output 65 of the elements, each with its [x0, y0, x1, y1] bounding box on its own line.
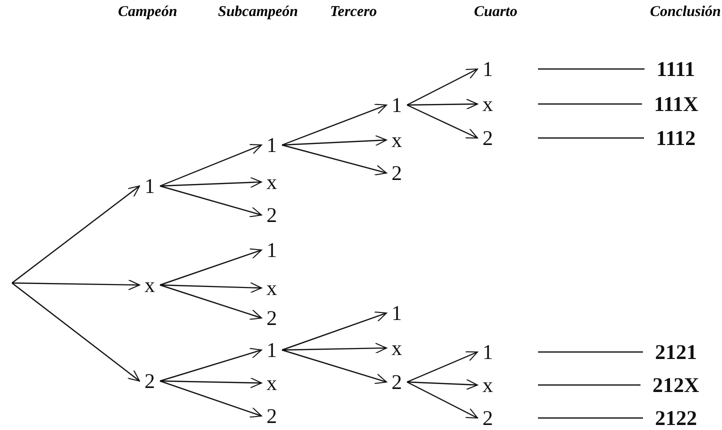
outcome-label: 2: [262, 404, 282, 428]
arrow: [160, 282, 262, 294]
column-header: Tercero: [330, 4, 377, 21]
outcome-label: 2: [386, 370, 407, 394]
column-header: Cuarto: [474, 4, 518, 21]
outcome-label: 2: [262, 203, 282, 227]
result-code: 1111: [644, 57, 700, 81]
outcome-label: 1: [478, 57, 538, 81]
outcome-label: 2: [262, 306, 282, 330]
connector-line: [538, 103, 642, 105]
outcome-label: x: [262, 371, 282, 395]
arrow: [12, 186, 140, 284]
column-header: Campeón: [118, 4, 178, 21]
arrow: [282, 104, 387, 146]
outcome-label: 1: [140, 174, 160, 198]
outcome-label: 1: [478, 340, 538, 364]
result-code: 1112: [644, 126, 701, 150]
outcome-label: x: [386, 128, 407, 152]
arrow: [160, 185, 262, 218]
arrow: [282, 342, 387, 354]
arrow: [160, 377, 262, 388]
connector-line: [538, 351, 643, 353]
outcome-label: x: [386, 336, 407, 360]
outcome-label: 1: [262, 338, 282, 362]
arrow: [282, 349, 387, 384]
result-code: 212X: [640, 373, 704, 397]
arrow: [282, 135, 387, 146]
arrow: [406, 104, 478, 139]
outcome-label: x: [478, 92, 538, 116]
arrow: [406, 379, 478, 390]
column-header: Subcampeón: [218, 4, 298, 21]
connector-line: [538, 417, 643, 419]
outcome-label: 2: [478, 126, 538, 150]
outcome-label: 1: [262, 133, 282, 157]
result-code: 2121: [643, 340, 702, 364]
arrow: [282, 311, 387, 351]
arrow: [406, 351, 478, 383]
connector-line: [538, 137, 644, 139]
arrow: [12, 279, 140, 290]
arrow: [160, 144, 262, 187]
result-code: 111X: [642, 92, 704, 116]
outcome-label: 2: [478, 406, 538, 430]
arrow: [407, 98, 478, 110]
outcome-label: x: [140, 273, 160, 297]
outcome-label: x: [262, 276, 282, 300]
outcome-label: 2: [140, 369, 160, 393]
arrow: [160, 248, 262, 286]
arrow: [160, 176, 262, 188]
arrow: [282, 144, 387, 176]
outcome-label: 2: [386, 161, 407, 185]
arrow: [406, 381, 478, 419]
arrow: [160, 380, 262, 418]
arrow: [406, 68, 478, 106]
arrow: [160, 348, 262, 382]
outcome-label: 1: [386, 301, 407, 325]
arrow: [12, 282, 140, 382]
arrow: [160, 284, 262, 320]
connector-line: [538, 384, 640, 386]
outcome-label: 1: [262, 238, 282, 262]
outcome-label: x: [262, 170, 282, 194]
outcome-label: 1: [386, 93, 407, 117]
connector-line: [538, 68, 644, 70]
result-code: 2122: [643, 406, 702, 430]
outcome-label: x: [478, 373, 538, 397]
column-header: Conclusión: [650, 4, 721, 21]
